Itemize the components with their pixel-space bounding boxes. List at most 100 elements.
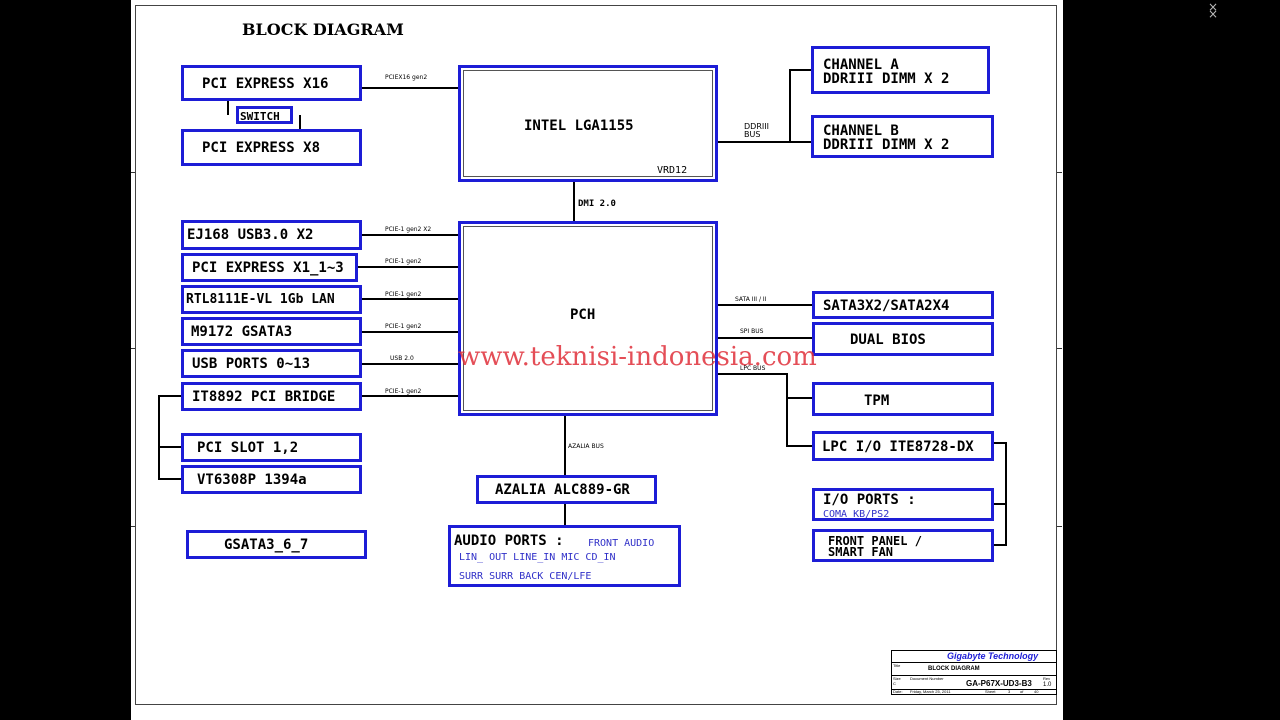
block-label: INTEL LGA1155 (524, 118, 634, 134)
block-label: SWITCH (240, 110, 280, 123)
block-pcie-x1: PCI EXPRESS X1_1~3 (181, 253, 358, 282)
sheet-border (135, 5, 1057, 705)
block-vt6308: VT6308P 1394a (181, 465, 362, 494)
block-label: SATA3X2/SATA2X4 (823, 298, 950, 314)
block-pci-slot: PCI SLOT 1,2 (181, 433, 362, 462)
block-pcie-x8: PCI EXPRESS X8 (181, 129, 362, 166)
diagram-title: BLOCK DIAGRAM (242, 20, 404, 39)
bus-label-dmi: DMI 2.0 (578, 199, 616, 209)
block-label: I/O PORTS : (823, 492, 916, 508)
block-audio-ports: AUDIO PORTS : FRONT AUDIO LIN_ OUT LINE_… (448, 525, 681, 587)
block-pch: PCH (458, 221, 718, 416)
block-gsata3: M9172 GSATA3 (181, 317, 362, 346)
block-label: USB PORTS 0~13 (192, 356, 311, 372)
block-label: LPC I/O ITE8728-DX (822, 439, 974, 455)
block-label: PCI EXPRESS X1_1~3 (192, 260, 344, 276)
close-icon[interactable]: ×× (1207, 0, 1219, 21)
wire-pcie-x1 (358, 266, 459, 268)
block-inner-border (463, 226, 713, 411)
wire-dmi (573, 181, 575, 222)
block-label: CHANNEL B (823, 123, 899, 139)
bus-label-gsata3: PCIE-1 gen2 (385, 323, 422, 330)
bus-label-azalia: AZALIA BUS (568, 443, 604, 450)
wire-tpm (786, 397, 813, 399)
wire-vt6308 (158, 478, 182, 480)
block-label: DDRIII DIMM X 2 (823, 137, 950, 153)
border-tick (1057, 526, 1062, 527)
bus-label-lpc: LPC BUS (740, 365, 766, 372)
block-label: RTL8111E-VL 1Gb LAN (186, 292, 335, 307)
title-label: Title (893, 663, 901, 668)
sheet-label: Sheet (985, 689, 996, 694)
block-label: PCI EXPRESS X8 (202, 140, 321, 156)
wire-audio (564, 502, 566, 526)
border-tick (1057, 348, 1062, 349)
block-inner-border (463, 70, 713, 177)
wire-bridge (362, 395, 459, 397)
of-value: 40 (1034, 689, 1039, 694)
bus-label-usb: USB 2.0 (390, 355, 414, 362)
border-tick (131, 526, 135, 527)
watermark: www.teknisi-indonesia.com (458, 342, 817, 372)
bus-label-spi: SPI BUS (740, 328, 764, 335)
wire-ddr-vert (789, 69, 791, 143)
block-label: DUAL BIOS (850, 332, 926, 348)
wire-lpc-vert (786, 373, 788, 447)
rev-value: 1.0 (1043, 682, 1052, 688)
wire-ddr-a (789, 69, 812, 71)
wire-front-panel (992, 544, 1007, 546)
wire-usb3 (362, 234, 459, 236)
block-label: AZALIA ALC889-GR (495, 482, 630, 498)
size-value: C (893, 681, 896, 686)
wire-io-ports (992, 503, 1007, 505)
title-block-divider (892, 689, 1056, 690)
docnum-label: Document Number (910, 676, 944, 681)
block-dual-bios: DUAL BIOS (812, 322, 994, 356)
block-cpu: INTEL LGA1155 VRD12 (458, 65, 718, 182)
title-block-divider (892, 675, 1056, 676)
wire-bridge-left (158, 395, 182, 397)
block-label: TPM (864, 393, 890, 409)
wire-sata (717, 304, 813, 306)
block-label: EJ168 USB3.0 X2 (187, 227, 314, 243)
io-ports-list: COMA KB/PS2 (823, 509, 890, 520)
wire-ddr-main (717, 141, 790, 143)
wire-lpc (717, 373, 787, 375)
bus-label-ddr-2: BUS (744, 130, 761, 139)
block-gsata3-6-7: GSATA3_6_7 (186, 530, 367, 559)
border-tick (1057, 172, 1062, 173)
border-tick (131, 348, 135, 349)
of-label: of (1020, 689, 1024, 694)
wire-sio-vert (1005, 442, 1007, 546)
block-sata: SATA3X2/SATA2X4 (812, 291, 994, 319)
audio-ports-row-2: SURR SURR BACK CEN/LFE (459, 571, 592, 582)
wire-pci-slot (158, 446, 182, 448)
block-label: IT8892 PCI BRIDGE (192, 389, 336, 405)
border-tick (131, 172, 135, 173)
block-label: M9172 GSATA3 (191, 324, 293, 340)
size-label: Size (893, 676, 901, 681)
sheet-title: BLOCK DIAGRAM (928, 666, 980, 672)
bus-label-sata: SATA III / II (735, 296, 767, 303)
date-label: Date: (893, 689, 903, 694)
wire-lpc-io (786, 445, 813, 447)
block-label: AUDIO PORTS : (454, 533, 564, 549)
bus-label-ddr: DDRIII (744, 122, 769, 131)
block-label: VT6308P 1394a (197, 472, 307, 488)
title-block: Gigabyte Technology Title BLOCK DIAGRAM … (891, 650, 1057, 695)
block-label: PCI SLOT 1,2 (197, 440, 299, 456)
block-azalia: AZALIA ALC889-GR (476, 475, 657, 504)
front-audio-label: FRONT AUDIO (588, 538, 655, 549)
block-pcie-x16: PCI EXPRESS X16 (181, 65, 362, 101)
bus-label-lan: PCIE-1 gen2 (385, 291, 422, 298)
block-front-panel: FRONT PANEL / SMART FAN (812, 529, 994, 562)
block-lan: RTL8111E-VL 1Gb LAN (181, 285, 362, 314)
wire-spi (717, 337, 813, 339)
block-usb3: EJ168 USB3.0 X2 (181, 220, 362, 250)
block-label: SMART FAN (828, 545, 894, 559)
bus-label-pciex16: PCIEX16 gen2 (385, 74, 428, 81)
wire-sio-right (992, 442, 1007, 444)
block-io-ports: I/O PORTS : COMA KB/PS2 (812, 488, 994, 521)
date-value: Friday, March 25, 2011 (910, 689, 951, 694)
block-label: DDRIII DIMM X 2 (823, 71, 950, 87)
